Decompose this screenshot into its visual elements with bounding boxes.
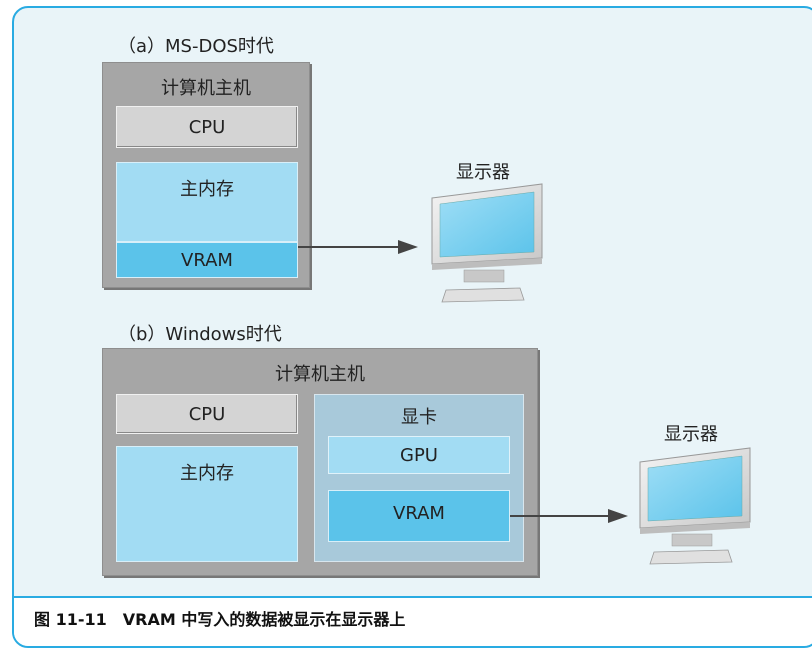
section-a-host-title: 计算机主机 bbox=[161, 78, 251, 99]
section-a-main-memory-box: 主内存 bbox=[116, 162, 298, 242]
arrow-right-icon bbox=[298, 240, 418, 254]
section-a-cpu-box: CPU bbox=[116, 106, 298, 148]
caption-bar: 图 11-11 VRAM 中写入的数据被显示在显示器上 bbox=[14, 596, 812, 646]
monitor-icon bbox=[431, 183, 543, 303]
section-a-title: （a）MS-DOS时代 bbox=[118, 36, 274, 57]
section-b-host-box: 计算机主机 CPU 主内存 显卡 GPU VRAM bbox=[102, 348, 538, 576]
section-b-gpu-box: GPU bbox=[328, 436, 510, 474]
diagram-graphics bbox=[298, 183, 751, 565]
section-b-title: （b）Windows时代 bbox=[118, 324, 282, 345]
section-b-host-title: 计算机主机 bbox=[275, 364, 365, 385]
figure-caption: 图 11-11 VRAM 中写入的数据被显示在显示器上 bbox=[34, 610, 406, 629]
monitor-icon bbox=[639, 447, 751, 565]
section-a-vram-box: VRAM bbox=[116, 242, 298, 278]
figure-frame: （a）MS-DOS时代 计算机主机 CPU 主内存 VRAM 显示器 （b）Wi… bbox=[12, 6, 812, 648]
arrow-right-icon bbox=[510, 509, 628, 523]
section-a-host-box: 计算机主机 CPU 主内存 VRAM bbox=[102, 62, 310, 288]
section-a-monitor-label: 显示器 bbox=[456, 162, 510, 183]
section-b-monitor-label: 显示器 bbox=[664, 424, 718, 445]
section-b-main-memory-box: 主内存 bbox=[116, 446, 298, 562]
section-b-cpu-box: CPU bbox=[116, 394, 298, 434]
section-b-vram-box: VRAM bbox=[328, 490, 510, 542]
